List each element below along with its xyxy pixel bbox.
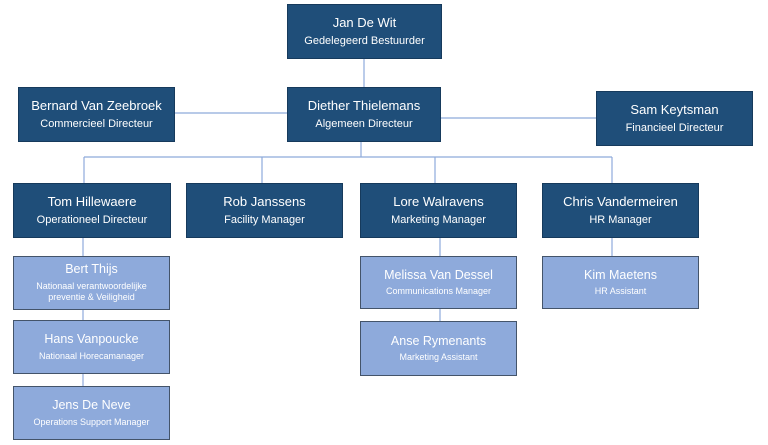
- node-name: Bernard Van Zeebroek: [31, 97, 162, 113]
- node-commercial: Bernard Van Zeebroek Commercieel Directe…: [18, 87, 175, 142]
- node-hr-assistant: Kim Maetens HR Assistant: [542, 256, 699, 309]
- node-mkt-assistant: Anse Rymenants Marketing Assistant: [360, 321, 517, 376]
- node-role: Operations Support Manager: [33, 416, 150, 427]
- node-facility: Rob Janssens Facility Manager: [186, 183, 343, 238]
- node-role: Operationeel Directeur: [36, 213, 148, 226]
- node-role: Nationaal Horecamanager: [38, 350, 145, 361]
- node-communications: Melissa Van Dessel Communications Manage…: [360, 256, 517, 309]
- node-name: Jens De Neve: [52, 398, 131, 413]
- node-role: Financieel Directeur: [625, 121, 724, 134]
- node-ceo: Jan De Wit Gedelegeerd Bestuurder: [287, 4, 442, 59]
- node-ops-support: Jens De Neve Operations Support Manager: [13, 386, 170, 440]
- node-name: Rob Janssens: [223, 193, 306, 209]
- node-name: Kim Maetens: [584, 267, 657, 282]
- node-role: Communications Manager: [385, 286, 492, 297]
- node-name: Bert Thijs: [65, 262, 118, 276]
- node-safety: Bert Thijs Nationaal verantwoordelijke p…: [13, 256, 170, 310]
- node-finance: Sam Keytsman Financieel Directeur: [596, 91, 753, 146]
- node-role: HR Assistant: [594, 286, 647, 297]
- node-operations: Tom Hillewaere Operationeel Directeur: [13, 183, 171, 238]
- node-role: HR Manager: [589, 213, 652, 226]
- node-name: Chris Vandermeiren: [563, 193, 678, 209]
- node-name: Hans Vanpoucke: [44, 332, 139, 347]
- node-name: Diether Thielemans: [307, 97, 421, 113]
- node-role: Commercieel Directeur: [40, 117, 153, 130]
- node-hr: Chris Vandermeiren HR Manager: [542, 183, 699, 238]
- node-name: Sam Keytsman: [630, 101, 719, 117]
- node-role: Algemeen Directeur: [315, 117, 413, 130]
- node-name: Anse Rymenants: [390, 333, 487, 348]
- node-gm: Diether Thielemans Algemeen Directeur: [287, 87, 441, 142]
- node-name: Melissa Van Dessel: [384, 267, 493, 282]
- node-horeca: Hans Vanpoucke Nationaal Horecamanager: [13, 320, 170, 374]
- node-role: Facility Manager: [224, 213, 305, 226]
- node-role: Marketing Assistant: [399, 352, 478, 363]
- node-role: Marketing Manager: [391, 213, 486, 226]
- node-marketing: Lore Walravens Marketing Manager: [360, 183, 517, 238]
- node-role: Gedelegeerd Bestuurder: [304, 34, 425, 47]
- node-name: Jan De Wit: [332, 14, 397, 30]
- node-role: Nationaal verantwoordelijke preventie & …: [36, 280, 147, 303]
- node-name: Tom Hillewaere: [47, 193, 137, 209]
- node-name: Lore Walravens: [393, 193, 484, 209]
